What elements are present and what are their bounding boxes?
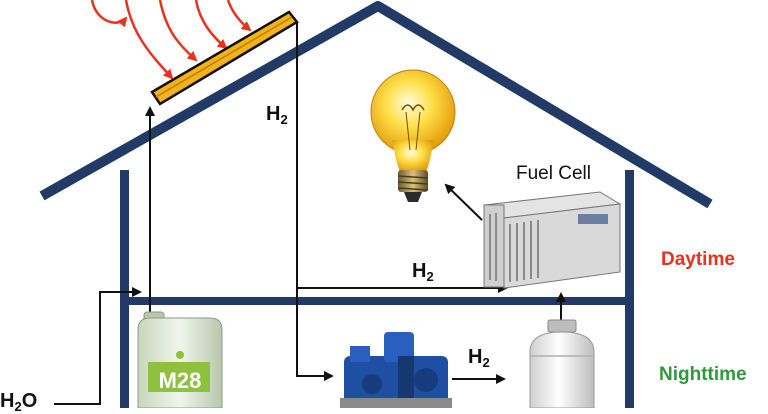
fuel-cell-icon — [482, 191, 622, 289]
container-brand-label: M28 — [159, 368, 202, 393]
h2o-label: H2O — [0, 390, 38, 414]
h2-main-label: H2 — [266, 103, 288, 127]
h2-lower-flow-label: H2 — [468, 346, 490, 370]
electrolyte-container-icon — [137, 311, 223, 408]
flow-lines — [54, 22, 566, 405]
compressor-pump-icon — [340, 332, 452, 408]
h2-upper-flow-label: H2 — [412, 260, 434, 284]
house-outline — [39, 1, 713, 408]
gas-tank-icon — [529, 319, 595, 408]
daytime-label: Daytime — [661, 249, 735, 270]
nighttime-label: Nighttime — [659, 364, 747, 385]
fuel-cell-label: Fuel Cell — [516, 163, 591, 184]
sun-rays-icon — [90, 0, 252, 80]
light-bulb-icon — [370, 69, 456, 202]
